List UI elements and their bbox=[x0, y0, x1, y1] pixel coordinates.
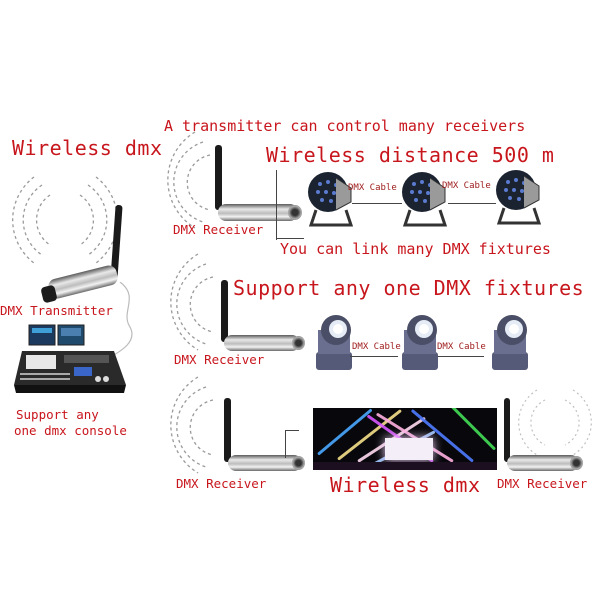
cable-label: DMX Cable bbox=[348, 183, 397, 193]
title-wireless-dmx-left: Wireless dmx bbox=[12, 136, 163, 160]
radio-waves-icon bbox=[170, 376, 214, 474]
receiver-device bbox=[507, 455, 579, 471]
xlr-connector-icon bbox=[292, 456, 305, 470]
label-console-1: Support any bbox=[16, 407, 99, 422]
par-light-icon bbox=[496, 170, 542, 225]
moving-head-icon bbox=[492, 315, 528, 370]
dmx-cable bbox=[352, 203, 402, 204]
cable-curve bbox=[104, 282, 133, 361]
connector-line bbox=[276, 170, 277, 240]
stage-lighting-image bbox=[313, 408, 497, 470]
connector-line bbox=[285, 430, 299, 431]
connector-line bbox=[276, 238, 304, 239]
xlr-connector-icon bbox=[288, 205, 302, 220]
antenna-icon bbox=[221, 280, 228, 342]
label-transmitter: DMX Transmitter bbox=[0, 303, 113, 318]
dmx-cable bbox=[448, 203, 496, 204]
title-support-fixtures: Support any one DMX fixtures bbox=[233, 276, 585, 300]
moving-head-icon bbox=[402, 315, 438, 370]
cable-label: DMX Cable bbox=[437, 342, 486, 352]
moving-head-icon bbox=[316, 315, 352, 370]
label-receiver-2: DMX Receiver bbox=[174, 352, 265, 367]
xlr-connector-icon bbox=[570, 456, 583, 470]
connector-line bbox=[285, 430, 286, 458]
title-wireless-dmx-bottom: Wireless dmx bbox=[330, 473, 481, 497]
antenna-icon bbox=[215, 145, 222, 210]
label-receiver-3: DMX Receiver bbox=[176, 476, 267, 491]
par-light-icon bbox=[402, 172, 448, 227]
radio-waves-icon bbox=[170, 253, 214, 351]
title-wireless-distance: Wireless distance 500 m bbox=[266, 143, 555, 167]
receiver-device bbox=[224, 335, 300, 351]
antenna-icon bbox=[504, 398, 510, 462]
antenna-icon bbox=[224, 398, 231, 462]
radio-waves-icon bbox=[12, 176, 118, 264]
label-console-2: one dmx console bbox=[14, 423, 127, 438]
label-receiver-1: DMX Receiver bbox=[173, 222, 264, 237]
title-transmitter-many: A transmitter can control many receivers bbox=[164, 117, 526, 135]
xlr-connector-icon bbox=[292, 336, 305, 350]
console-icon bbox=[14, 324, 126, 393]
label-receiver-4: DMX Receiver bbox=[497, 476, 588, 491]
receiver-device bbox=[228, 455, 302, 471]
cable-label: DMX Cable bbox=[442, 181, 491, 191]
dmx-cable bbox=[350, 356, 398, 357]
cable-label: DMX Cable bbox=[352, 342, 401, 352]
title-link-fixtures: You can link many DMX fixtures bbox=[280, 240, 551, 258]
par-light-icon bbox=[308, 172, 354, 227]
receiver-device bbox=[218, 204, 298, 221]
radio-waves-icon bbox=[518, 389, 592, 456]
radio-waves-icon bbox=[167, 131, 211, 229]
dmx-cable bbox=[438, 356, 484, 357]
